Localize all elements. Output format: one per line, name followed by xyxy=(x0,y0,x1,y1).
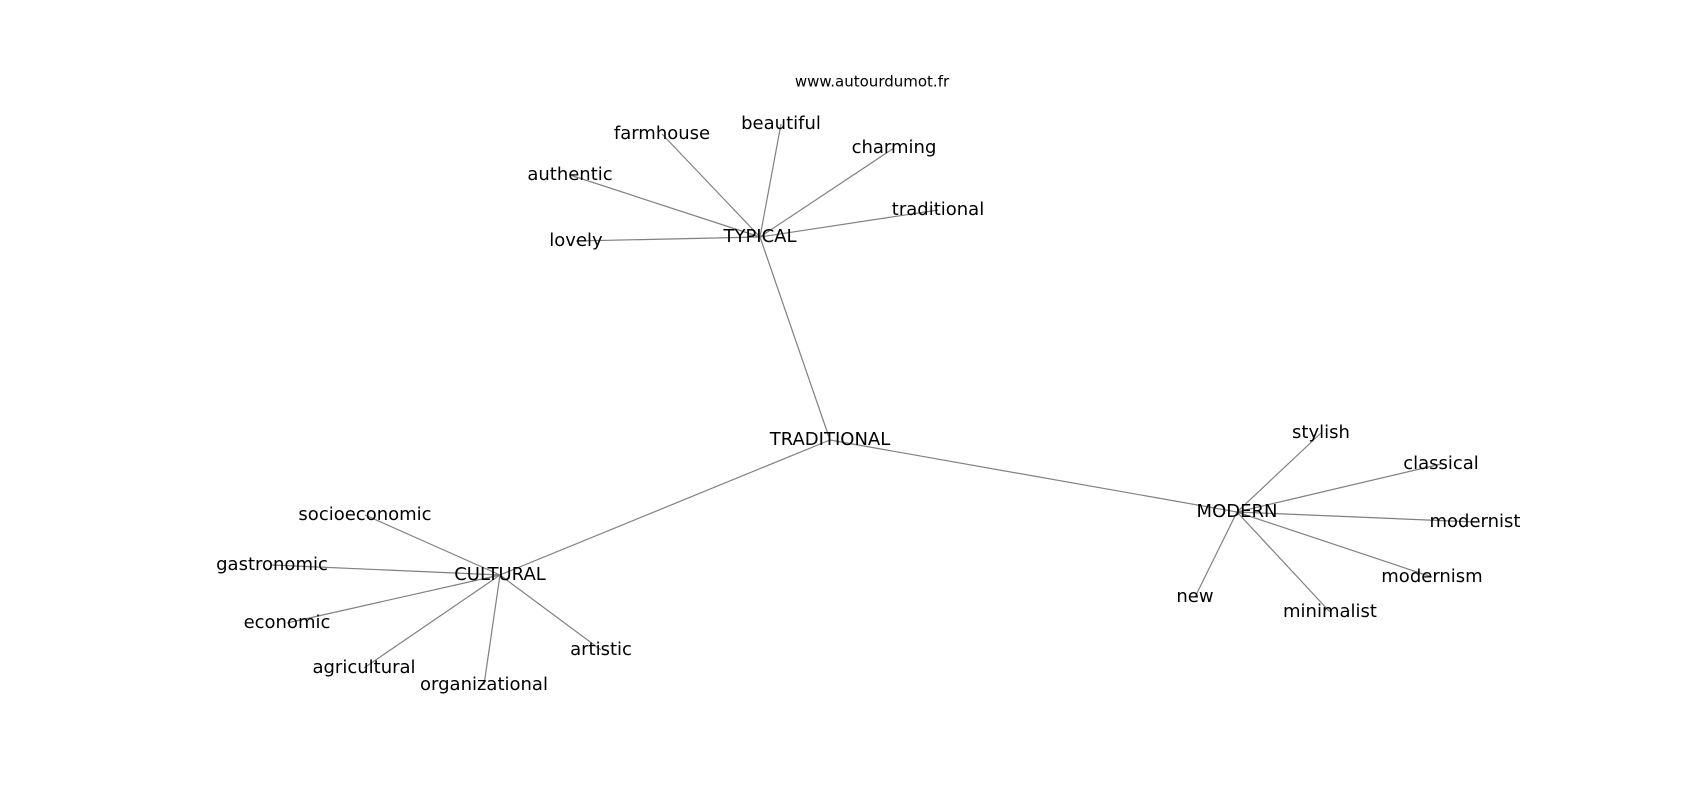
site-watermark: www.autourdumot.fr xyxy=(795,73,950,91)
edge-cultural-artistic xyxy=(499,574,602,651)
node-hub-cultural: CULTURAL xyxy=(454,564,546,585)
edge-cultural-socioeconomic xyxy=(364,514,501,576)
edge-modern-new xyxy=(1194,511,1238,598)
edge-typical-farmhouse xyxy=(661,133,761,238)
edge-modern-modernist xyxy=(1236,511,1476,523)
node-leaf: farmhouse xyxy=(614,123,710,144)
node-leaf: lovely xyxy=(549,230,603,251)
node-hub-modern: MODERN xyxy=(1197,501,1278,522)
edge-modern-stylish xyxy=(1236,432,1322,513)
node-leaf: agricultural xyxy=(312,657,415,678)
edge-modern-classical xyxy=(1236,463,1442,513)
node-leaf: charming xyxy=(852,137,937,158)
node-leaf: new xyxy=(1176,586,1213,607)
node-leaf: authentic xyxy=(527,164,612,185)
edge-cultural-agricultural xyxy=(363,574,501,669)
edge-traditional-typical xyxy=(759,236,831,441)
edge-cultural-organizational xyxy=(483,574,501,686)
node-leaf: organizational xyxy=(420,674,548,695)
edge-typical-beautiful xyxy=(759,123,782,238)
edge-traditional-modern xyxy=(829,439,1238,513)
node-leaf: socioeconomic xyxy=(298,504,431,525)
edge-cultural-economic xyxy=(286,574,501,624)
node-leaf: artistic xyxy=(570,639,632,660)
node-leaf: beautiful xyxy=(741,113,821,134)
node-leaf: stylish xyxy=(1292,422,1350,443)
node-leaf: minimalist xyxy=(1283,601,1377,622)
node-labels: TRADITIONAL TYPICAL farmhouse beautiful … xyxy=(216,113,1520,695)
node-center: TRADITIONAL xyxy=(769,429,891,450)
edge-modern-minimalist xyxy=(1236,511,1331,613)
node-leaf: classical xyxy=(1403,453,1479,474)
edge-typical-authentic xyxy=(569,174,761,238)
edge-cultural-gastronomic xyxy=(271,564,501,576)
edges xyxy=(271,123,1476,686)
node-hub-typical: TYPICAL xyxy=(722,226,796,247)
node-leaf: modernism xyxy=(1381,566,1482,587)
node-leaf: traditional xyxy=(892,199,984,220)
edge-modern-modernism xyxy=(1236,511,1433,578)
edge-typical-charming xyxy=(759,147,895,238)
node-leaf: gastronomic xyxy=(216,554,328,575)
node-leaf: modernist xyxy=(1430,511,1521,532)
edge-typical-lovely xyxy=(575,236,761,242)
node-leaf: economic xyxy=(244,612,331,633)
edge-traditional-cultural xyxy=(499,439,831,576)
edge-typical-traditional xyxy=(759,209,939,238)
